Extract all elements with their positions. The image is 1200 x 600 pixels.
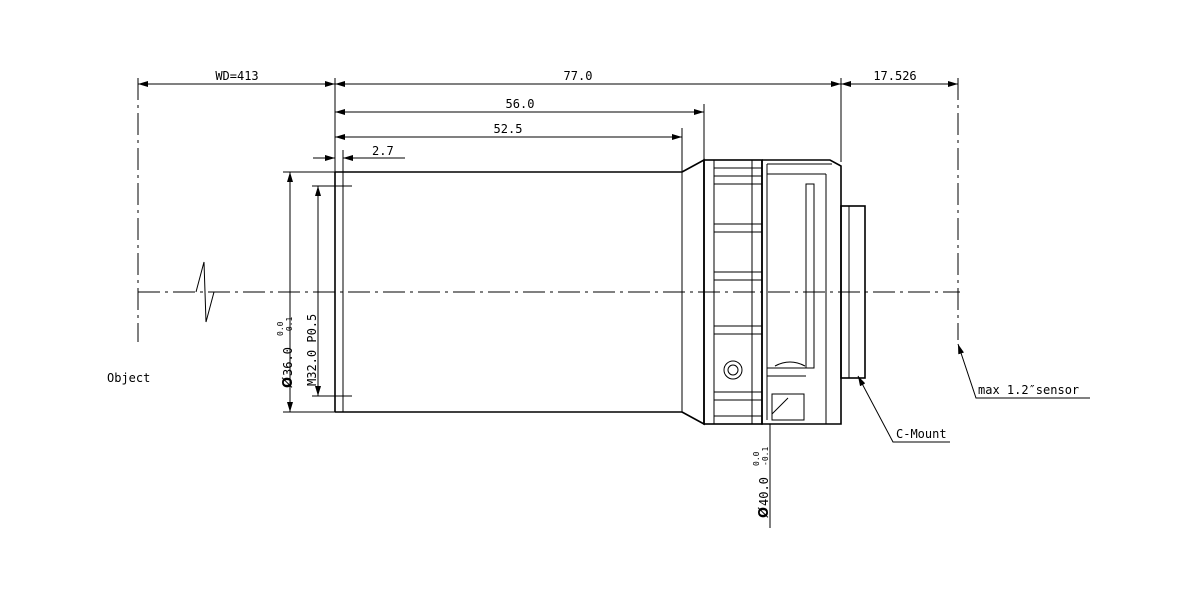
svg-text:0.0: 0.0 [276,321,285,336]
len-2-7-label: 2.7 [372,144,394,158]
dia36-label: 36.0 [281,347,295,376]
sensor-leader [957,343,1090,399]
thread-dimension: M32.0 P0.5 [305,314,319,386]
len-56-label: 56.0 [506,97,535,111]
svg-text:0.0: 0.0 [752,451,761,466]
svg-text:Ø: Ø [281,377,296,388]
svg-text:Ø: Ø [757,507,772,518]
svg-text:-0.1: -0.1 [285,317,294,336]
len-52-label: 52.5 [494,122,523,136]
cmount-leader [857,375,950,443]
dia40-label: 40.0 [757,477,771,506]
c-mount-flange [840,205,866,379]
total-length-label: 77.0 [564,69,593,83]
dia36-dimension: Ø 36.0 0.0 -0.1 [276,317,296,388]
wd-label: WD=413 [215,69,258,83]
thread-label: M32.0 P0.5 [305,314,319,386]
dia40-dimension: Ø 40.0 0.0 -0.1 [752,447,772,518]
axis-break-symbol [195,261,215,323]
svg-text:-0.1: -0.1 [761,447,770,466]
object-label: Object [107,371,150,385]
cmount-label: C-Mount [896,427,947,441]
back-focus-label: 17.526 [873,69,916,83]
sensor-label: max 1.2″sensor [978,383,1079,397]
locking-screw [723,360,743,380]
